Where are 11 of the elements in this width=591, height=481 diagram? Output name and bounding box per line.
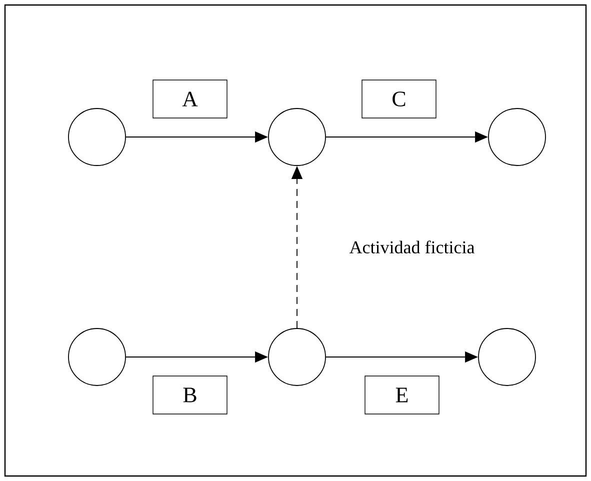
event-circle [488,108,546,166]
event-circle [268,328,326,386]
activity-label-box: A [152,80,228,118]
activity-label-box: E [364,376,440,414]
event-circle [268,108,326,166]
edge-label: Actividad ficticia [347,238,477,256]
event-circle [478,328,536,386]
event-circle [68,328,126,386]
activity-label-box: C [362,80,436,118]
event-circle [68,108,126,166]
activity-label-box: B [152,376,228,414]
